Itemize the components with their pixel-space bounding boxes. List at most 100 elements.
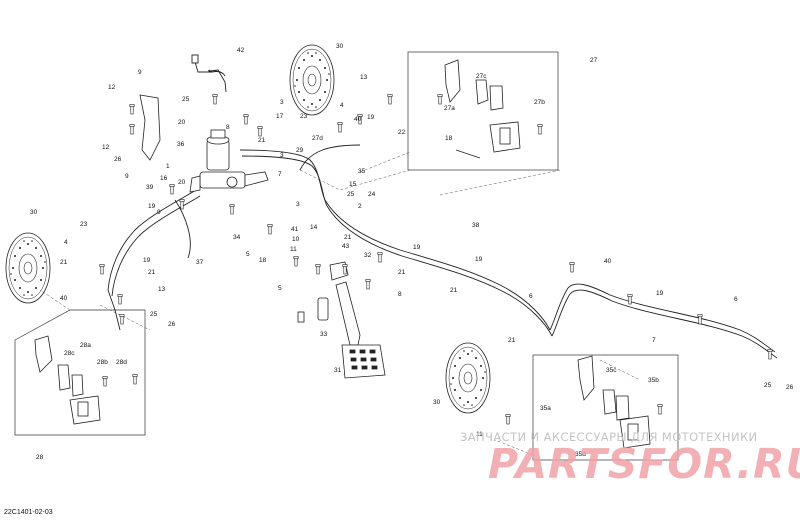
callout-label: 19	[475, 256, 483, 263]
callout-label: 13	[158, 286, 166, 293]
callout-label: 23	[80, 221, 88, 228]
callout-label: 20	[178, 119, 186, 126]
callout-label: 8	[398, 291, 402, 298]
callout-label: 13	[360, 74, 368, 81]
sensor-part-42	[191, 54, 226, 77]
diagram-code: 22C1401-02-03	[4, 509, 53, 516]
callout-label: 9	[125, 173, 129, 180]
callout-label: 5	[278, 285, 282, 292]
callout-label: 17	[276, 113, 284, 120]
callout-label: 4	[340, 102, 344, 109]
callout-label: 35b	[648, 377, 659, 384]
bracket-part-36	[139, 94, 161, 161]
callout-label: 26	[168, 321, 176, 328]
brake-disc-front-right	[289, 44, 335, 116]
brake-lines	[107, 69, 778, 359]
callout-label: 22	[398, 129, 406, 136]
caliper-27-parts	[444, 59, 521, 159]
callout-label: 27	[590, 57, 598, 64]
callout-label: 30	[433, 399, 441, 406]
callout-label: 27a	[444, 105, 455, 112]
callout-label: 15	[349, 181, 357, 188]
callout-label: 11	[290, 246, 297, 253]
callout-label: 39	[146, 184, 154, 191]
callout-label: 42	[237, 47, 245, 54]
callout-label: 41	[291, 226, 299, 233]
callout-labels: 42 30 27 13 27c 25 3 27a 27b 4 17 40 19 …	[30, 43, 794, 461]
callout-label: 18	[259, 257, 267, 264]
callout-label: 28b	[97, 359, 108, 366]
callout-label: 43	[342, 243, 350, 250]
callout-label: 27d	[312, 135, 323, 142]
callout-label: 11	[476, 431, 483, 438]
callout-label: 35a	[540, 405, 551, 412]
callout-label: 16	[160, 175, 168, 182]
callout-label: 25	[150, 311, 158, 318]
callout-label: 7	[652, 337, 656, 344]
callout-label: 26	[114, 156, 122, 163]
callout-label: 27b	[534, 99, 545, 106]
callout-label: 9	[138, 69, 142, 76]
callout-label: 3	[280, 99, 284, 106]
callout-label: 19	[148, 203, 156, 210]
callout-label: 40	[354, 116, 362, 123]
caliper-35-parts	[577, 355, 651, 449]
callout-label: 20	[178, 179, 186, 186]
callout-label: 14	[310, 224, 318, 231]
callout-label: 8	[226, 124, 230, 131]
callout-label: 31	[334, 367, 342, 374]
callout-label: 25	[182, 96, 190, 103]
callout-label: 21	[450, 287, 458, 294]
callout-label: 30	[336, 43, 344, 50]
callout-label: 28a	[80, 342, 91, 349]
callout-label: 33	[320, 331, 328, 338]
watermark-logo: PARTSFOR.RU	[488, 440, 800, 488]
callout-label: 21	[258, 137, 266, 144]
callout-label: 21	[60, 259, 68, 266]
callout-label: 40	[60, 295, 68, 302]
callout-label: 10	[292, 236, 300, 243]
master-cylinder-assembly	[189, 129, 269, 193]
callout-label: 19	[656, 290, 664, 297]
callout-label: 19	[367, 114, 375, 121]
callout-label: 6	[529, 293, 533, 300]
callout-label: 25	[347, 191, 355, 198]
callout-label: 19	[413, 244, 421, 251]
callout-label: 5	[246, 251, 250, 258]
callout-label: 28c	[64, 350, 75, 357]
callout-label: 12	[108, 84, 116, 91]
callout-label: 3	[280, 152, 284, 159]
callout-label: 1	[166, 163, 170, 170]
callout-label: 35c	[606, 367, 617, 374]
callout-label: 25	[764, 382, 772, 389]
callout-label: 38	[472, 222, 480, 229]
callout-label: 3	[296, 201, 300, 208]
callout-label: 7	[278, 171, 282, 178]
brake-pedal	[297, 261, 386, 379]
callout-label: 23	[300, 113, 308, 120]
callout-label: 4	[64, 239, 68, 246]
callout-label: 21	[508, 337, 516, 344]
callout-label: 29	[296, 147, 304, 154]
callout-label: 37	[196, 259, 204, 266]
callout-label: 27c	[476, 73, 487, 80]
callout-label: 28	[36, 454, 44, 461]
callout-label: 21	[344, 234, 352, 241]
callout-label: 40	[604, 258, 612, 265]
caliper-group-box-28	[14, 309, 146, 436]
callout-label: 2	[358, 203, 362, 210]
callout-label: 34	[233, 234, 241, 241]
caliper-28-parts	[34, 335, 101, 425]
caliper-group-box-27	[407, 51, 559, 171]
dashed-leader-lines	[39, 151, 641, 456]
callout-label: 28d	[116, 359, 127, 366]
callout-label: 6	[734, 296, 738, 303]
callout-label: 24	[368, 191, 376, 198]
callout-label: 32	[364, 252, 372, 259]
callout-label: 21	[398, 269, 406, 276]
callout-label: 18	[445, 135, 453, 142]
brake-disc-rear	[445, 342, 491, 414]
callout-label: 35d	[575, 451, 586, 458]
callout-label: 36	[177, 141, 185, 148]
